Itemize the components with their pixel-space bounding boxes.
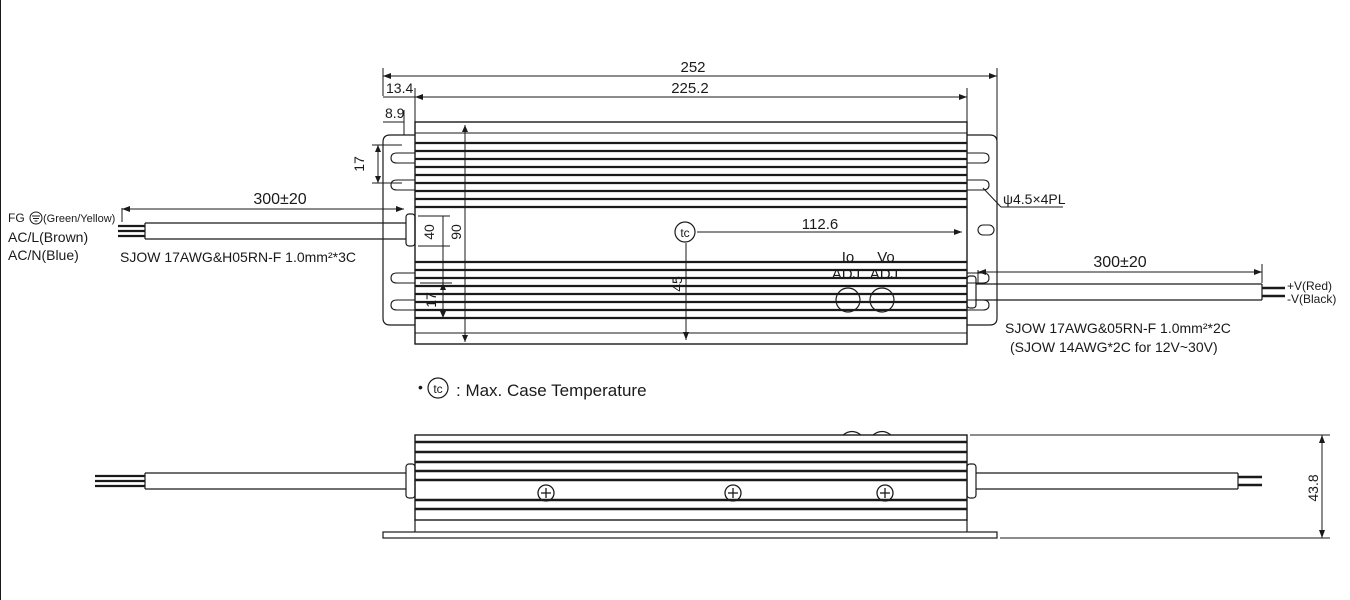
dim-8-9-label: 8.9 <box>385 105 405 121</box>
dim-17-upper-label: 17 <box>351 156 367 172</box>
mounting-holes-label: ψ4.5×4PL <box>1003 191 1066 207</box>
tc-note-icon <box>427 377 449 399</box>
neg-wire-label: -V(Black) <box>1287 292 1336 306</box>
tc-icon <box>674 221 696 243</box>
dim-width: 40 90 <box>418 125 468 342</box>
output-cable: 300±20 +V(Red) -V(Black) SJOW 17AWG&05RN… <box>976 254 1336 355</box>
side-view: 43.8 <box>95 430 1330 539</box>
input-cable: 300±20 FG (Green/Yellow) AC/L(Brown) AC/… <box>8 191 406 265</box>
dim-hole-offset: 8.9 <box>383 105 405 135</box>
io-label: Io <box>842 249 855 266</box>
dim-45-label: 45 <box>669 276 685 292</box>
dim-112-6-label: 112.6 <box>802 216 838 233</box>
tc-marker: tc 112.6 45 <box>669 216 962 340</box>
case-body-top <box>405 121 977 345</box>
dim-slot-spacing: 17 <box>351 144 402 184</box>
tc-note-symbol: tc <box>433 382 442 396</box>
note-text: : Max. Case Temperature <box>456 381 647 400</box>
screw-icon <box>537 484 555 502</box>
dim-40-label: 40 <box>421 224 437 240</box>
io-adj-label: ADJ. <box>832 266 865 283</box>
screw-icon <box>876 484 894 502</box>
dim-252-label: 252 <box>680 59 705 76</box>
fg-label: FG <box>8 211 25 225</box>
vo-adjuster-knob <box>869 287 895 313</box>
ac-n-label: AC/N(Blue) <box>8 247 79 263</box>
adjusters: Io Vo ADJ. ADJ. <box>832 249 903 313</box>
dim-overall-length: 252 <box>382 59 998 140</box>
input-cable-spec: SJOW 17AWG&H05RN-F 1.0mm²*3C <box>120 249 356 265</box>
output-cable-spec-alt: (SJOW 14AWG*2C for 12V~30V) <box>1010 339 1218 355</box>
vo-adj-label: ADJ. <box>870 266 903 283</box>
pos-wire-label: +V(Red) <box>1287 279 1332 293</box>
tc-note: • tc : Max. Case Temperature <box>418 377 647 400</box>
fg-color-label: (Green/Yellow) <box>43 213 115 225</box>
mounting-hole-callout: ψ4.5×4PL <box>982 187 1066 208</box>
tc-symbol: tc <box>680 226 689 240</box>
output-cable-spec: SJOW 17AWG&05RN-F 1.0mm²*2C <box>1005 320 1231 336</box>
dim-17-lower-label: 17 <box>423 292 439 308</box>
dim-225-2-label: 225.2 <box>671 80 709 97</box>
dim-90-label: 90 <box>448 224 464 240</box>
io-adjuster-knob <box>835 287 861 313</box>
output-cable-length-label: 300±20 <box>1093 254 1146 271</box>
earth-icon <box>29 211 43 225</box>
dim-slot-spacing-lower: 17 <box>420 282 452 319</box>
input-cable-length-label: 300±20 <box>253 191 306 208</box>
note-bullet: • <box>418 379 423 395</box>
dim-13-4-label: 13.4 <box>386 80 413 96</box>
dim-height: 43.8 <box>970 434 1330 539</box>
vo-label: Vo <box>877 249 895 266</box>
right-flange <box>967 134 998 326</box>
left-flange <box>382 134 415 326</box>
top-view: 252 13.4 225.2 8.9 <box>8 59 1336 400</box>
dim-43-8-label: 43.8 <box>1305 474 1321 501</box>
ac-l-label: AC/L(Brown) <box>8 229 88 245</box>
dim-case-length: 13.4 225.2 <box>383 80 968 122</box>
screw-icon <box>724 484 742 502</box>
